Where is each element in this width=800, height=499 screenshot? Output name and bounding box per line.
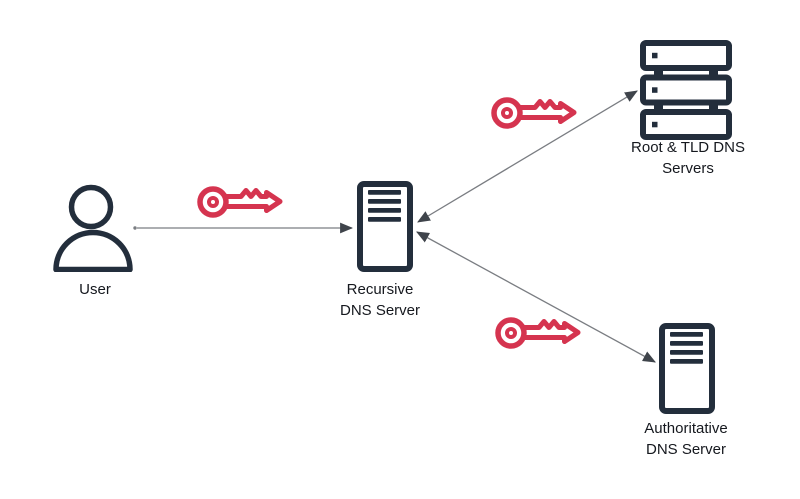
node-user bbox=[53, 184, 133, 273]
label-line: User bbox=[79, 281, 111, 298]
node-label-root-tld-dns-servers: Root & TLD DNS Servers bbox=[612, 137, 764, 179]
node-recursive-dns-server bbox=[357, 181, 413, 272]
node-authoritative-dns-server bbox=[659, 323, 715, 414]
label-line: DNS Server bbox=[339, 302, 421, 319]
edge-recursive-to-root-tld bbox=[417, 90, 638, 223]
key-icon bbox=[490, 92, 577, 132]
node-root-tld-dns-servers bbox=[640, 40, 732, 140]
key-icon bbox=[494, 312, 581, 352]
label-line: DNS Server bbox=[645, 441, 727, 458]
edge-recursive-to-authoritative bbox=[416, 231, 656, 363]
server-stack-icon bbox=[640, 40, 732, 140]
server-icon bbox=[357, 181, 413, 272]
label-line: Root & TLD DNS bbox=[631, 139, 745, 156]
server-icon bbox=[659, 323, 715, 414]
key-icon bbox=[196, 181, 283, 221]
label-line: Authoritative bbox=[644, 420, 728, 437]
line-start-dot bbox=[133, 226, 137, 230]
node-label-user: User bbox=[35, 279, 155, 300]
label-line: Servers bbox=[662, 160, 714, 177]
node-label-recursive-dns-server: Recursive DNS Server bbox=[310, 279, 450, 321]
node-label-authoritative-dns-server: Authoritative DNS Server bbox=[616, 418, 756, 460]
person-icon bbox=[53, 184, 133, 273]
label-line: Recursive bbox=[346, 281, 414, 298]
